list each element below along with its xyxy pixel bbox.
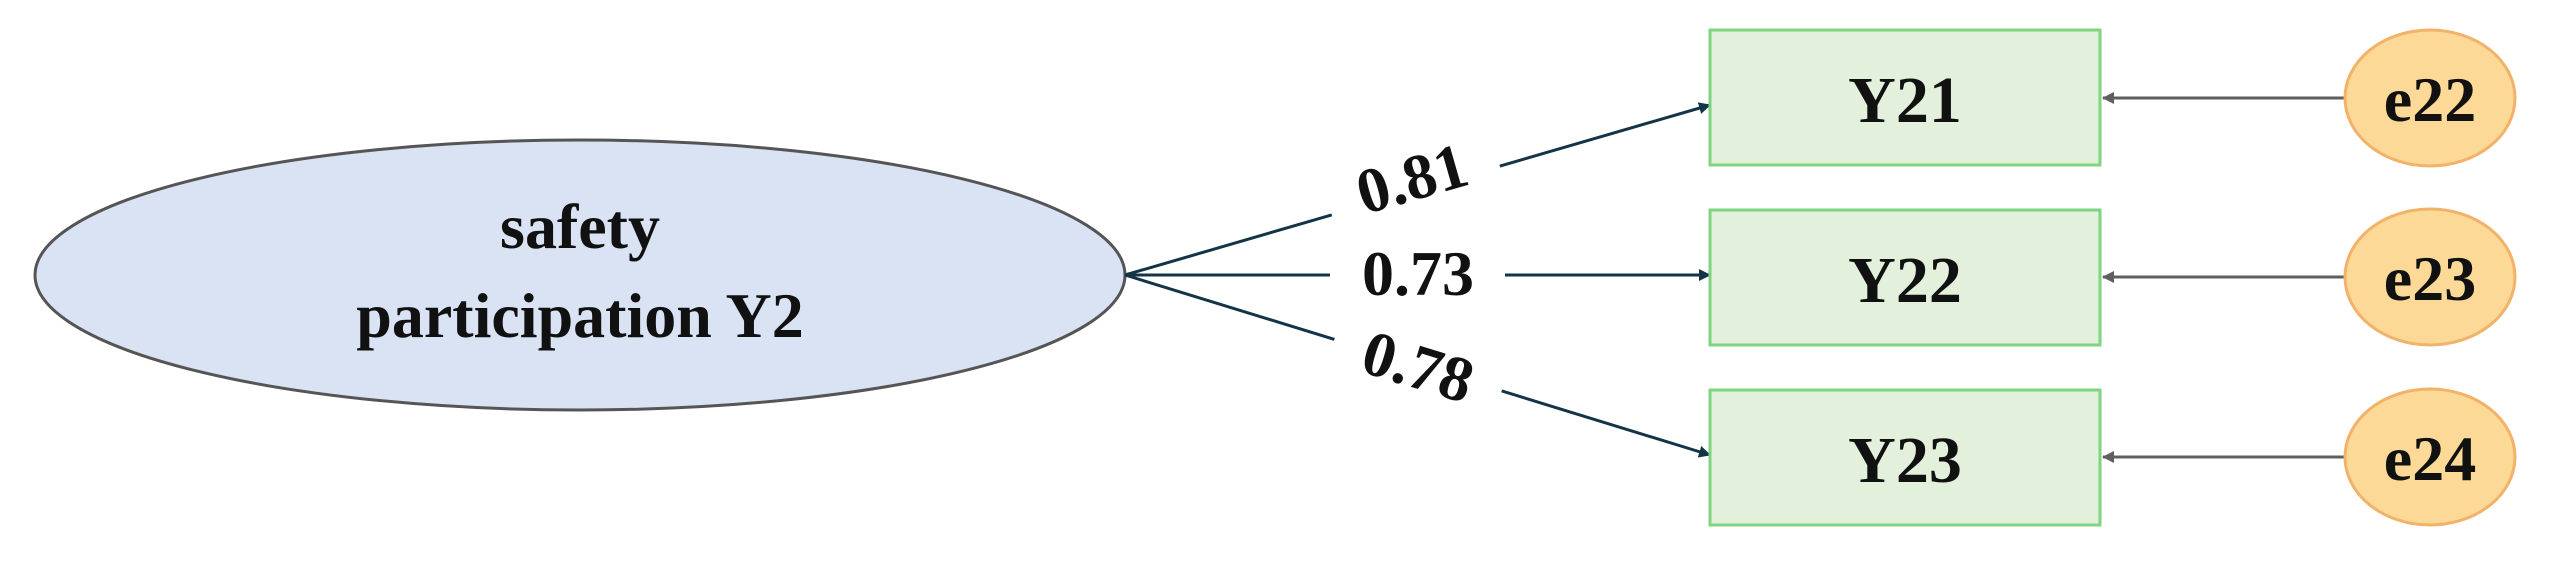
loading-label-y21: 0.81	[1348, 129, 1475, 228]
error-circle-e23	[2343, 207, 2517, 347]
error-circle-e22	[2343, 28, 2517, 168]
latent-label-line2: participation Y2	[356, 280, 803, 351]
indicator-box-y22	[1708, 208, 2102, 347]
error-paths	[2102, 92, 2345, 463]
indicator-box-y23	[1708, 388, 2102, 527]
error-label-e24: e24	[2384, 423, 2476, 494]
loading-label-y23: 0.78	[1354, 316, 1482, 417]
error-label-e23: e23	[2384, 243, 2476, 314]
indicator-label-y22: Y22	[1848, 244, 1962, 317]
indicator-label-y21: Y21	[1848, 64, 1962, 137]
loading-labels: 0.81 0.73 0.78	[1320, 126, 1510, 421]
loading-label-y22: 0.73	[1362, 238, 1474, 309]
latent-label-line1: safety	[500, 191, 660, 262]
error-circle-e24	[2343, 387, 2517, 527]
indicator-box-y21	[1708, 28, 2102, 167]
indicator-label-y23: Y23	[1848, 424, 1962, 497]
error-label-e22: e22	[2384, 64, 2476, 135]
indicator-boxes: Y21 Y22 Y23	[1708, 28, 2102, 527]
error-terms: e22 e23 e24	[2343, 28, 2517, 527]
latent-ellipse	[33, 138, 1127, 412]
